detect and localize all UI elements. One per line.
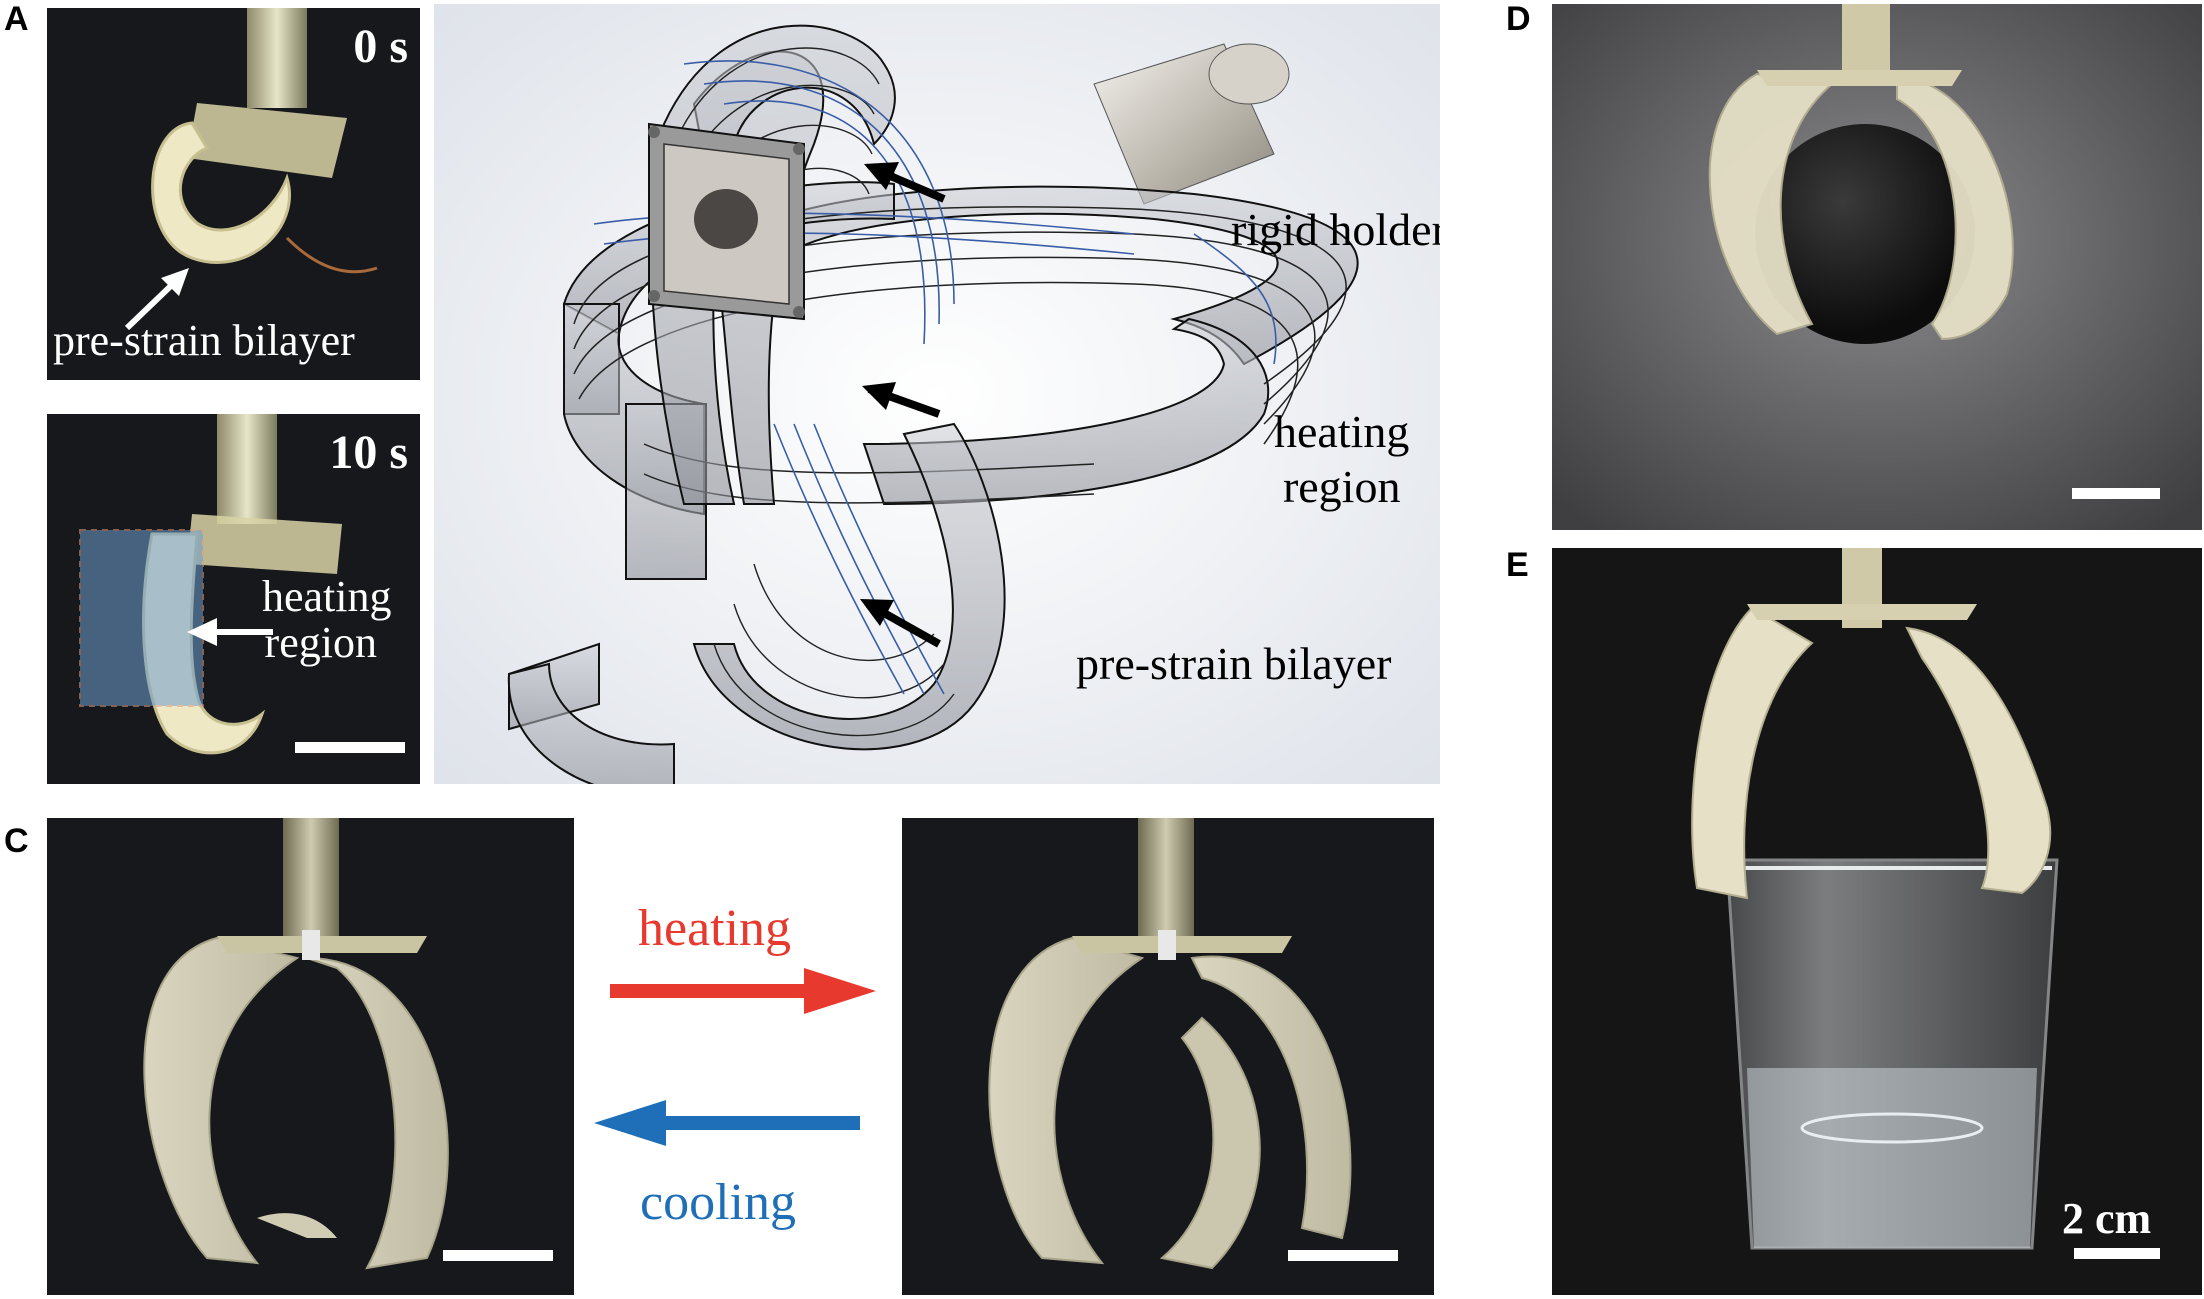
scale-bar (2072, 488, 2160, 499)
panel-d-photo (1552, 4, 2202, 530)
heating-region-label-line1: heating (1274, 406, 1410, 457)
pre-strain-bilayer-caption: pre-strain bilayer (53, 316, 355, 365)
holder-plate (648, 122, 805, 321)
heating-arrow-icon (610, 968, 876, 1014)
heating-region-line1: heating (262, 572, 392, 621)
time-label-10s: 10 s (329, 426, 408, 479)
gripper-expanded-photo (988, 818, 1352, 1270)
panel-label-a: A (4, 0, 29, 38)
heating-region-caption: heating region (262, 572, 392, 666)
gripper-strip-photo-0s (151, 8, 378, 274)
panel-a-bottom-photo: 10 s heating region (47, 414, 420, 784)
annotation-arrows (860, 162, 946, 648)
time-label-0s: 0 s (353, 20, 408, 73)
gripper-holding-ball-photo (1552, 4, 2202, 530)
cooling-arrow-icon (594, 1100, 860, 1146)
heating-word: heating (638, 900, 792, 957)
scale-bar (1288, 1250, 1398, 1261)
scale-label: 2 cm (2062, 1194, 2152, 1243)
arrow-icon (187, 618, 273, 646)
cooling-arrow-label: cooling (640, 1172, 796, 1234)
heating-region-label-line2: region (1282, 461, 1401, 513)
panel-label-e: E (1506, 546, 1529, 584)
arrow-icon (124, 268, 189, 331)
gripper-open-photo (143, 818, 449, 1270)
gripper-holding-cup-photo (1691, 548, 2059, 1250)
scale-bar (443, 1250, 553, 1261)
panel-e-photo: 2 cm (1552, 548, 2202, 1295)
panel-b-diagram: rigid holder heating region pre-strain b… (434, 4, 1440, 784)
panel-c-left-photo (47, 818, 574, 1295)
rigid-holder-label: rigid holder (1231, 204, 1440, 255)
scale-bar (295, 742, 405, 753)
heating-region-line2: region (264, 618, 377, 668)
cooling-word: cooling (640, 1174, 796, 1231)
gripper-cad-diagram (434, 4, 1440, 784)
panel-label-d: D (1506, 0, 1531, 38)
rigid-holder-shape (1093, 43, 1290, 205)
gripper-strip-photo-10s (79, 414, 342, 755)
panel-label-c: C (4, 822, 29, 860)
pre-strain-bilayer-label: pre-strain bilayer (1076, 638, 1392, 689)
panel-c-right-photo (902, 818, 1434, 1295)
scale-bar (2074, 1248, 2160, 1259)
heating-region-label: heating region (1274, 404, 1409, 514)
heating-arrow-label: heating (638, 898, 791, 960)
panel-a-top-photo: 0 s pre-strain bilayer (47, 8, 420, 380)
